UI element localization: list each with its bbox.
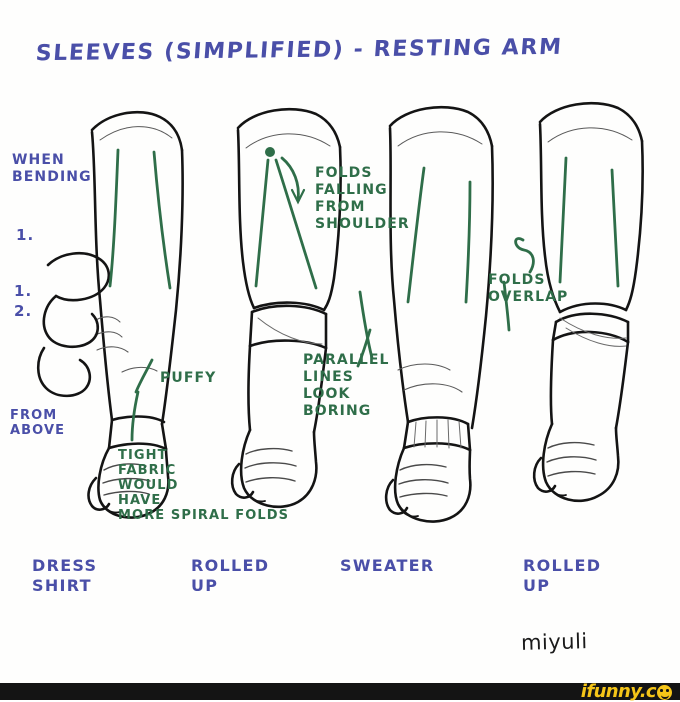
annotation-puffy: PUFFY xyxy=(160,370,217,386)
annotation-step-1a: 1. xyxy=(16,226,35,244)
watermark-label: ifunny.c xyxy=(580,681,657,702)
watermark-bar: ifunny.c xyxy=(0,681,680,702)
green-fold-lines xyxy=(108,147,620,442)
caption-dress-shirt: DRESS SHIRT xyxy=(32,556,98,595)
watermark-text: ifunny.c xyxy=(581,681,672,702)
annotation-folds-falling-from-shoulder: FOLDS FALLING FROM SHOULDER xyxy=(315,165,410,232)
annotation-step-2: 2. xyxy=(14,302,33,320)
annotation-from-above: FROM ABOVE xyxy=(10,408,66,438)
caption-sweater: SWEATER xyxy=(340,556,435,575)
annotation-tight-fabric: TIGHT FABRIC WOULD HAVE MORE SPIRAL FOLD… xyxy=(118,448,290,523)
caption-rolled-up-1: ROLLED UP xyxy=(191,556,270,595)
annotation-when-bending: WHEN BENDING xyxy=(12,152,92,185)
annotation-step-1b: 1. xyxy=(14,282,33,300)
artist-signature: miyuli xyxy=(520,629,589,655)
smiley-face-icon xyxy=(657,685,672,700)
caption-rolled-up-2: ROLLED UP xyxy=(523,556,602,595)
annotation-parallel-lines-look-boring: PARALLEL LINES LOOK BORING xyxy=(303,352,390,419)
annotation-folds-overlap: FOLDS OVERLAP xyxy=(488,272,569,305)
